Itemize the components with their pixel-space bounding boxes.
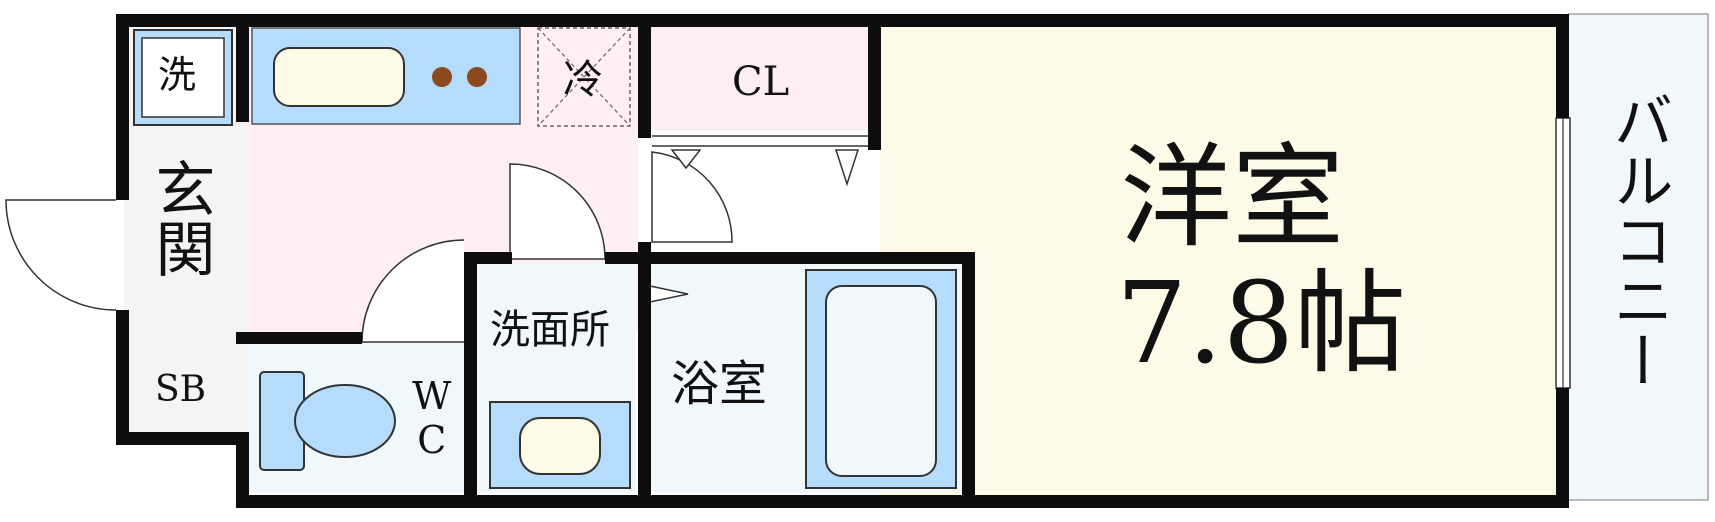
western-room-label: 洋室 bbox=[1120, 133, 1344, 263]
shoe-box-label: SB bbox=[155, 369, 207, 410]
washbasin-icon bbox=[519, 417, 601, 475]
entrance-door bbox=[5, 199, 117, 311]
shoe-box-floor bbox=[124, 342, 248, 434]
fridge-cross bbox=[537, 27, 631, 127]
closet-door-indicator bbox=[834, 149, 860, 187]
toilet-bowl-icon bbox=[294, 384, 396, 458]
western-room-floor bbox=[880, 22, 1560, 498]
closet-label: CL bbox=[732, 59, 790, 105]
bathroom-label: 浴室 bbox=[671, 356, 768, 412]
western-room-size: 7.8帖 bbox=[1116, 259, 1407, 389]
washroom-label: 洗面所 bbox=[490, 307, 610, 353]
sink-icon bbox=[273, 47, 405, 107]
balcony-label: バルコニー bbox=[1603, 90, 1673, 390]
stove-burner-icon bbox=[467, 67, 487, 87]
toilet-label: WC bbox=[409, 374, 454, 462]
closet-door-indicator bbox=[670, 149, 702, 170]
western-room-door bbox=[651, 151, 733, 243]
entrance-floor bbox=[124, 132, 248, 342]
washer-label: 洗 bbox=[158, 53, 197, 97]
bathtub-inner bbox=[825, 285, 937, 477]
fridge-cross bbox=[537, 27, 631, 127]
entrance-label: 玄関 bbox=[145, 158, 215, 278]
toilet-door bbox=[361, 239, 465, 343]
washroom-door bbox=[509, 163, 606, 260]
closet-floor bbox=[650, 22, 874, 130]
fridge-label: 冷 bbox=[563, 57, 603, 103]
stove-burner-icon bbox=[432, 67, 452, 87]
washer-inner bbox=[141, 37, 225, 118]
balcony-floor bbox=[1567, 13, 1709, 501]
walls bbox=[116, 14, 1569, 508]
